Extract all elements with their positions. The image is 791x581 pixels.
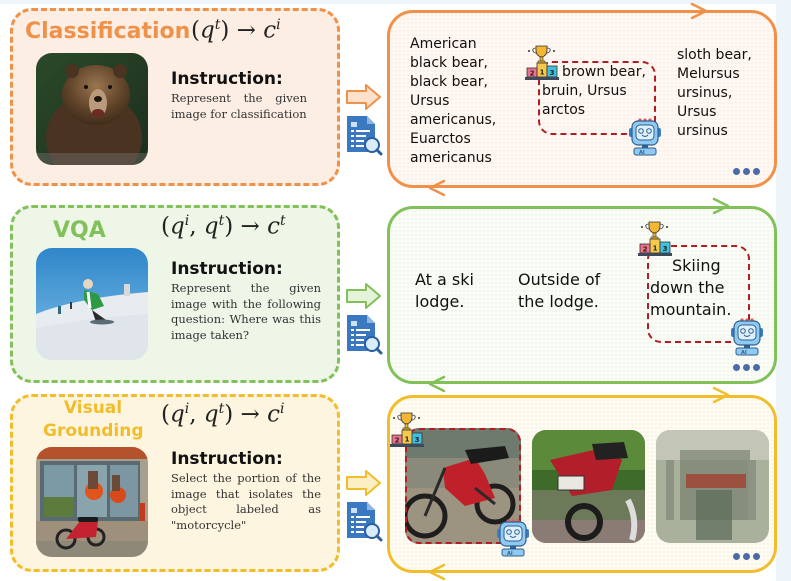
best-match-highlight xyxy=(405,428,521,544)
classification-results-panel: American black bear, black bear, Ursus a… xyxy=(387,10,777,188)
more-results-ellipsis-icon xyxy=(733,168,760,175)
candidate-image-best xyxy=(405,428,521,544)
task-title: VQA xyxy=(53,218,106,243)
candidate-text: Outside of the lodge. xyxy=(518,270,601,311)
best-match-highlight xyxy=(647,245,750,343)
right-arrow-icon xyxy=(346,84,381,110)
classification-task-panel: Classification (qt) → ci Instruction: Re… xyxy=(10,8,340,186)
ai-robot-icon xyxy=(628,117,662,157)
candidate-image xyxy=(532,430,645,543)
task-title: Classification xyxy=(25,19,191,44)
query-image-bear xyxy=(36,53,148,165)
best-match-highlight xyxy=(538,61,656,135)
instruction-heading: Instruction: xyxy=(171,259,283,279)
ai-robot-icon xyxy=(496,518,530,558)
instruction-text: Select the portion of the image that iso… xyxy=(171,471,321,532)
task-title: Visual Grounding xyxy=(43,397,144,443)
task-formula: (qt) → ci xyxy=(191,17,281,44)
candidate-image xyxy=(656,430,769,543)
document-search-icon xyxy=(343,500,383,542)
ai-robot-icon xyxy=(730,317,764,357)
document-search-icon xyxy=(343,313,383,355)
instruction-text: Represent the given image for classifica… xyxy=(171,91,307,121)
flow-arrow-right-icon xyxy=(712,386,730,404)
flow-arrow-left-icon xyxy=(428,375,446,393)
visual-grounding-results-panel xyxy=(387,395,777,573)
more-results-ellipsis-icon xyxy=(733,553,760,560)
flow-arrow-left-icon xyxy=(428,179,446,197)
podium-trophy-icon xyxy=(525,43,559,81)
query-image-storefront xyxy=(36,447,148,557)
task-title-line: Grounding xyxy=(43,421,144,441)
document-search-icon xyxy=(343,114,383,156)
candidate-text-best-label: Skiing down the mountain. xyxy=(650,256,732,319)
candidate-text: American black bear, black bear, Ursus a… xyxy=(410,36,497,166)
candidate-text: At a ski lodge. xyxy=(415,270,474,311)
instruction-heading: Instruction: xyxy=(171,69,283,89)
right-arrow-icon xyxy=(346,283,381,309)
vqa-results-panel: At a ski lodge. Outside of the lodge. Sk… xyxy=(387,206,777,384)
podium-trophy-icon xyxy=(638,219,672,257)
task-formula: (qi, qt) → ci xyxy=(161,401,285,428)
task-formula: (qi, qt) → ct xyxy=(161,213,286,240)
instruction-text: Represent the given image with the follo… xyxy=(171,281,321,342)
task-title-line: Visual xyxy=(63,398,123,418)
flow-arrow-left-icon xyxy=(428,563,446,581)
candidate-text-best: brown bear, bruin, Ursus arctos xyxy=(542,64,646,118)
page-margin xyxy=(776,0,791,581)
instruction-heading: Instruction: xyxy=(171,449,283,469)
visual-grounding-task-panel: Visual Grounding (qi, qt) → ci xyxy=(10,394,340,572)
vqa-task-panel: VQA (qi, qt) → ct Instruction: Represent… xyxy=(10,205,340,383)
flow-arrow-right-icon xyxy=(712,197,730,215)
podium-trophy-icon xyxy=(390,410,424,448)
candidate-text: sloth bear, Melursus ursinus, Ursus ursi… xyxy=(677,47,752,139)
candidate-text-best: Skiing down the mountain. xyxy=(650,255,748,321)
more-results-ellipsis-icon xyxy=(733,364,760,371)
flow-arrow-right-icon xyxy=(690,2,708,20)
page-margin-top xyxy=(0,0,791,4)
query-image-snowboarder xyxy=(36,248,148,360)
right-arrow-icon xyxy=(346,470,381,496)
